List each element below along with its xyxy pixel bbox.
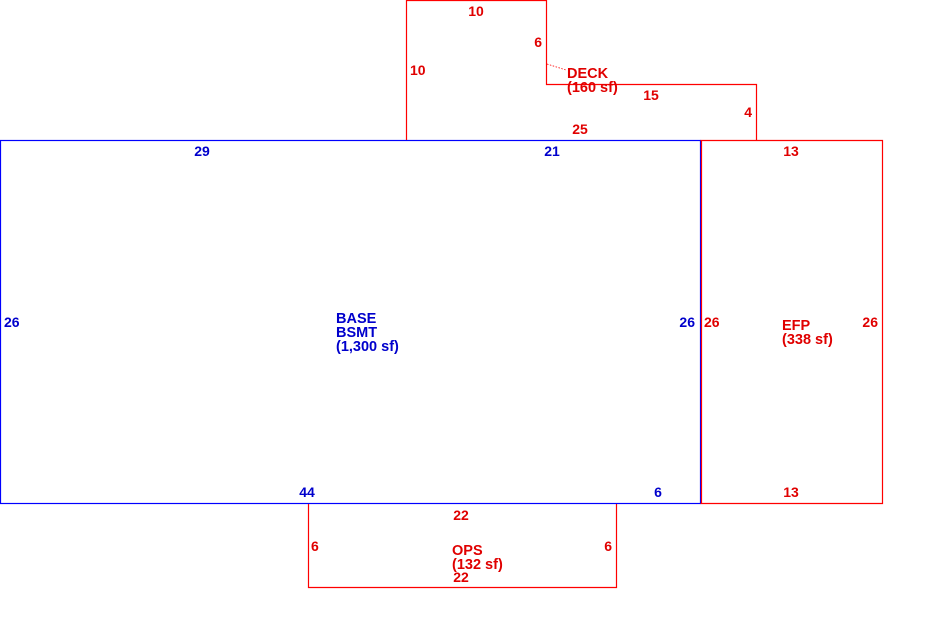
efp-label: EFP (338 sf) xyxy=(782,318,833,348)
deck-dim-top: 10 xyxy=(468,3,484,19)
efp-dim-right: 26 xyxy=(862,314,878,330)
ops-dim-bottom: 22 xyxy=(453,569,469,585)
ops-label: OPS (132 sf) xyxy=(452,543,503,573)
deck-area xyxy=(405,0,758,140)
base-dim-top-left: 29 xyxy=(194,143,210,159)
efp-outline xyxy=(700,139,884,505)
deck-outline xyxy=(405,0,758,140)
ops-dim-left: 6 xyxy=(311,538,319,554)
deck-dim-bottom: 25 xyxy=(572,121,588,137)
deck-label-leader xyxy=(546,63,567,71)
base-dim-left: 26 xyxy=(4,314,20,330)
base-dim-top-right: 21 xyxy=(544,143,560,159)
deck-dim-right: 4 xyxy=(744,104,752,120)
deck-label-line-2: (160 sf) xyxy=(567,80,618,96)
ops-label-line-1: OPS xyxy=(452,543,483,559)
base-label-line-3: (1,300 sf) xyxy=(336,339,399,355)
base-label-line-1: BASE xyxy=(336,311,377,327)
deck-label: DECK (160 sf) xyxy=(567,66,618,96)
efp-dim-top: 13 xyxy=(783,143,799,159)
base-bsmt-area xyxy=(0,139,702,505)
deck-dim-left: 10 xyxy=(410,62,426,78)
efp-label-line-2: (338 sf) xyxy=(782,332,833,348)
deck-dim-middle: 15 xyxy=(643,87,659,103)
base-bsmt-label: BASE BSMT (1,300 sf) xyxy=(336,311,399,355)
base-dim-bottom-right: 6 xyxy=(654,484,662,500)
efp-label-line-1: EFP xyxy=(782,318,811,334)
ops-label-line-2: (132 sf) xyxy=(452,557,503,573)
base-bsmt-outline xyxy=(0,139,702,505)
ops-outline xyxy=(307,504,618,589)
efp-dim-left: 26 xyxy=(704,314,720,330)
base-dim-right: 26 xyxy=(679,314,695,330)
ops-area xyxy=(307,504,618,589)
efp-area xyxy=(700,139,884,505)
base-dim-bottom-left: 44 xyxy=(299,484,315,500)
ops-dim-right: 6 xyxy=(604,538,612,554)
ops-dim-top: 22 xyxy=(453,507,469,523)
deck-dim-inner-vertical: 6 xyxy=(534,34,542,50)
deck-label-line-1: DECK xyxy=(567,66,609,82)
base-label-line-2: BSMT xyxy=(336,325,377,341)
efp-dim-bottom: 13 xyxy=(783,484,799,500)
